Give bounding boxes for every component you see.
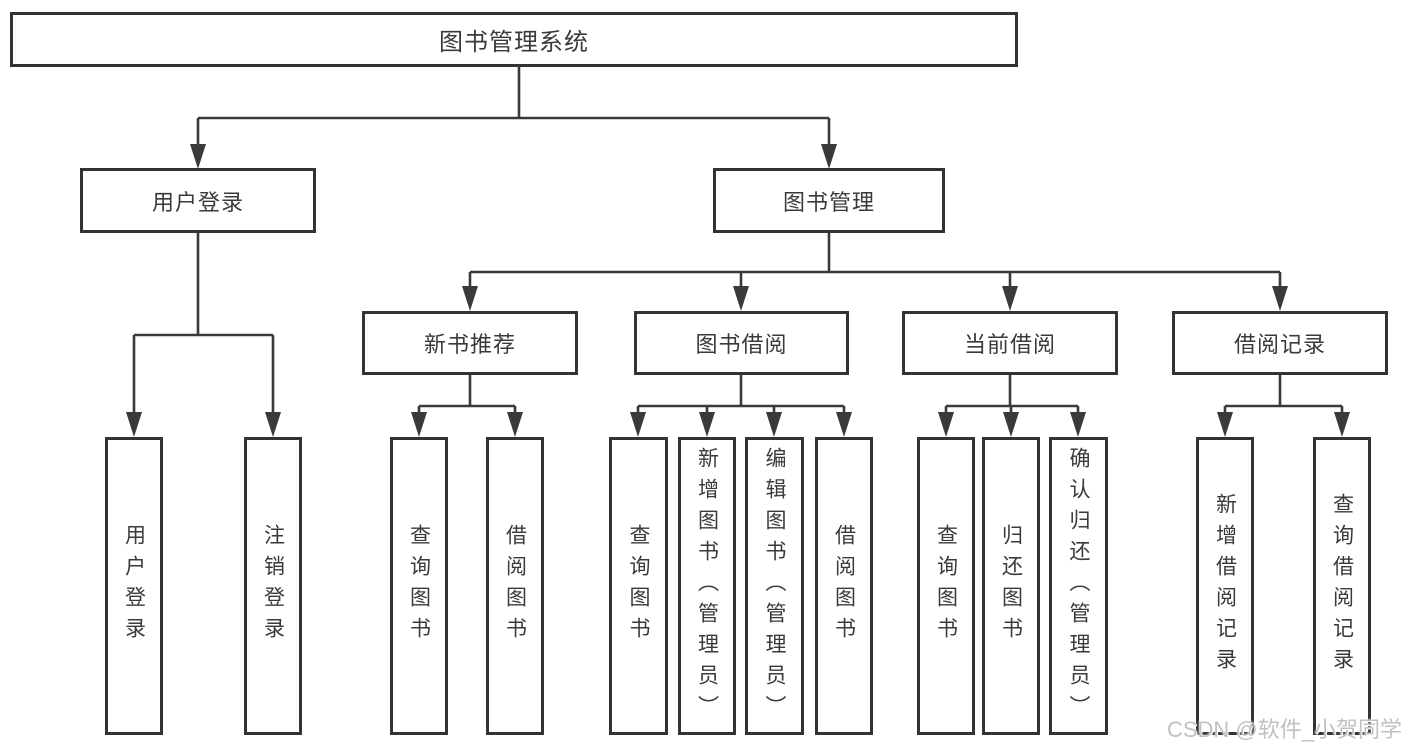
leaf-user-login: 用户登录 (105, 437, 163, 735)
leaf-query-books-1-label: 查询图书 (407, 524, 431, 648)
node-root-label: 图书管理系统 (439, 29, 589, 56)
leaf-return-books: 归还图书 (982, 437, 1040, 735)
leaf-return-books-label: 归还图书 (999, 524, 1023, 648)
leaf-query-books-3-label: 查询图书 (934, 524, 958, 648)
leaf-query-borrow-record-label: 查询借阅记录 (1330, 493, 1354, 679)
leaf-add-books-admin-label: 新增图书（管理员） (695, 446, 719, 726)
node-current-borrowing-label: 当前借阅 (963, 332, 1056, 357)
leaf-add-borrow-record: 新增借阅记录 (1196, 437, 1254, 735)
leaf-borrow-books-2: 借阅图书 (815, 437, 873, 735)
leaf-user-login-label: 用户登录 (122, 524, 146, 648)
node-borrowing-records-label: 借阅记录 (1233, 332, 1326, 357)
leaf-query-books-3: 查询图书 (917, 437, 975, 735)
arrowheads (126, 144, 1350, 437)
node-user-login: 用户登录 (80, 168, 316, 233)
leaf-logout-label: 注销登录 (261, 524, 285, 648)
leaf-add-borrow-record-label: 新增借阅记录 (1213, 493, 1237, 679)
node-book-borrowing: 图书借阅 (634, 311, 849, 375)
leaf-borrow-books-1-label: 借阅图书 (503, 524, 527, 648)
leaf-query-books-2: 查询图书 (609, 437, 668, 735)
node-book-borrowing-label: 图书借阅 (695, 332, 788, 357)
leaf-borrow-books-1: 借阅图书 (486, 437, 544, 735)
leaf-query-borrow-record: 查询借阅记录 (1313, 437, 1371, 735)
leaf-query-books-2-label: 查询图书 (627, 524, 650, 648)
leaf-edit-books-admin: 编辑图书（管理员） (745, 437, 804, 735)
leaf-borrow-books-2-label: 借阅图书 (832, 524, 856, 648)
node-new-book-recommend-label: 新书推荐 (423, 332, 516, 357)
node-book-management: 图书管理 (713, 168, 945, 233)
node-user-login-label: 用户登录 (151, 189, 244, 215)
node-borrowing-records: 借阅记录 (1172, 311, 1388, 375)
leaf-query-books-1: 查询图书 (390, 437, 448, 735)
node-book-management-label: 图书管理 (782, 189, 875, 215)
leaf-add-books-admin: 新增图书（管理员） (678, 437, 736, 735)
node-current-borrowing: 当前借阅 (902, 311, 1118, 375)
node-new-book-recommend: 新书推荐 (362, 311, 578, 375)
leaf-confirm-return-admin: 确认归还（管理员） (1049, 437, 1108, 735)
leaf-confirm-return-admin-label: 确认归还（管理员） (1067, 446, 1090, 726)
leaf-logout: 注销登录 (244, 437, 302, 735)
leaf-edit-books-admin-label: 编辑图书（管理员） (763, 446, 786, 726)
csdn-watermark: CSDN @软件_小贺同学 (1166, 717, 1402, 742)
node-root-system: 图书管理系统 (10, 12, 1018, 67)
